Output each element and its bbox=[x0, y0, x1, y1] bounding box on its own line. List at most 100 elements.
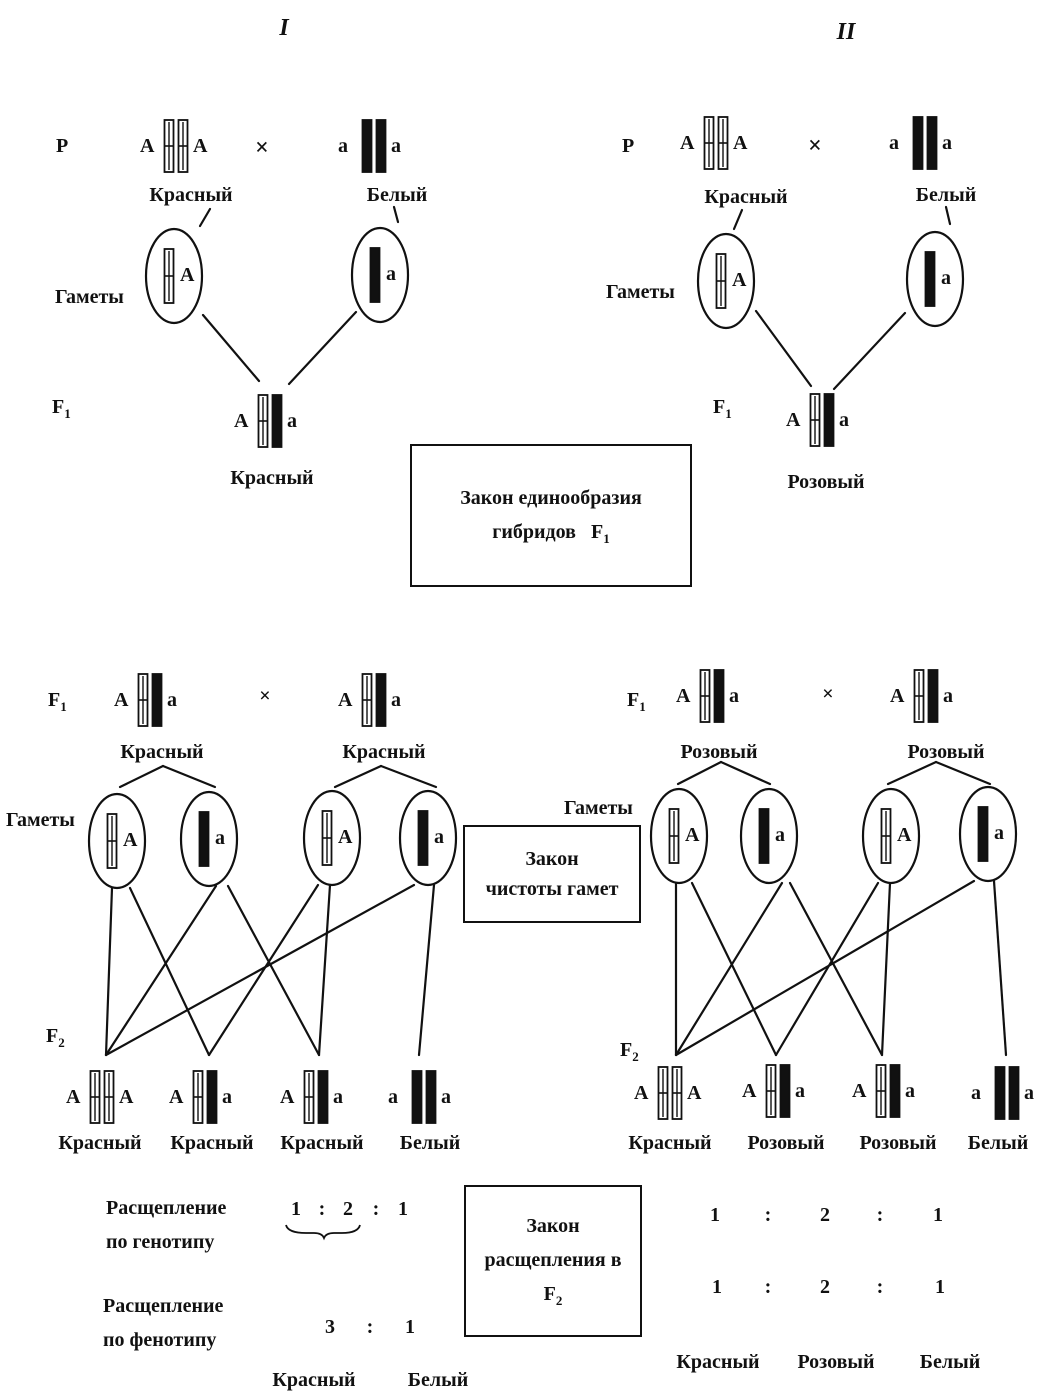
vee-left-1a bbox=[118, 764, 165, 789]
parent-red-left-allele-right: A bbox=[193, 135, 208, 157]
vee-right-2a bbox=[886, 760, 938, 786]
f2-right-1-allele-right: A bbox=[687, 1082, 702, 1104]
gamete-top-right-a-chrom-filled bbox=[924, 251, 936, 307]
parent-white-right-allele-right: a bbox=[942, 132, 952, 154]
cross-parent-1-right-allele-right: a bbox=[729, 685, 739, 707]
parent-white-left-chrom-left-filled bbox=[361, 119, 373, 173]
f2-right-3-chrom-right-filled bbox=[889, 1064, 901, 1118]
phenotype-parent-red-left: Красный bbox=[149, 184, 233, 206]
pointer-red-left bbox=[198, 207, 212, 228]
phenotype-f2-left-2: Красный bbox=[170, 1132, 254, 1154]
vee-right-1a bbox=[676, 760, 723, 786]
cross-parent-1-right-chrom-right-filled bbox=[713, 669, 725, 723]
vee-left-1b bbox=[161, 764, 217, 789]
f2-line-left-4 bbox=[226, 884, 321, 1057]
column-header-ii: II bbox=[836, 19, 856, 45]
phenotype-f2-left-3: Красный bbox=[280, 1132, 364, 1154]
f2-line-left-1 bbox=[104, 886, 114, 1057]
gamete-bottom-right-1-outline bbox=[649, 787, 709, 885]
phenotype-right-2: 2 bbox=[820, 1276, 830, 1298]
cross-parent-1-left-chrom-right-filled bbox=[151, 673, 163, 727]
law-segregation-line3: F2 bbox=[543, 1283, 563, 1309]
gamete-bottom-right-2-allele: a bbox=[775, 824, 785, 846]
genotype-left-1: 1 bbox=[291, 1198, 301, 1220]
phenotype-class-red-left: Красный bbox=[272, 1369, 356, 1391]
phenotype-right-1: 1 bbox=[712, 1276, 722, 1298]
phenotype-right-colon-2: : bbox=[876, 1276, 884, 1298]
gamete-top-right-A-outline bbox=[696, 232, 756, 330]
gamete-bottom-left-2-outline bbox=[179, 790, 239, 888]
phenotype-f2-right-1: Красный bbox=[628, 1132, 712, 1154]
generation-p-right: P bbox=[622, 135, 635, 157]
hybrid-f1-right-chrom-right-filled bbox=[823, 393, 835, 447]
f2-left-4-chrom-right-filled bbox=[425, 1070, 437, 1124]
generation-f1-cross-left: F1 bbox=[48, 689, 67, 714]
parent-white-right-allele-left: a bbox=[889, 132, 899, 154]
f2-line-left-6 bbox=[317, 883, 332, 1057]
parent-white-left-allele-left: a bbox=[338, 135, 348, 157]
law-segregation-line1: Закон bbox=[526, 1215, 580, 1238]
f2-left-4-allele-right: a bbox=[441, 1086, 451, 1108]
f2-line-left-2 bbox=[128, 886, 211, 1057]
law-uniformity-line1: Закон единообразия bbox=[460, 486, 642, 509]
gamete-bottom-left-1-allele: A bbox=[123, 829, 138, 851]
genotype-right-3: 1 bbox=[933, 1204, 943, 1226]
genotype-brace bbox=[285, 1224, 361, 1241]
f2-right-2-allele-right: a bbox=[795, 1080, 805, 1102]
f2-line-right-3 bbox=[674, 881, 784, 1057]
hybrid-f1-right-allele-left: A bbox=[786, 409, 801, 431]
cross-parent-2-left-allele-right: a bbox=[391, 689, 401, 711]
f2-right-2-chrom-right-filled bbox=[779, 1064, 791, 1118]
vee-left-2b bbox=[379, 764, 438, 789]
f2-line-right-8 bbox=[992, 879, 1008, 1057]
gamete-bottom-right-4-allele: a bbox=[994, 822, 1004, 844]
phenotype-ratio-label-1: Расщепление bbox=[103, 1295, 224, 1317]
genotype-left-3: 1 bbox=[398, 1198, 408, 1220]
phenotype-f1-pink: Розовый bbox=[787, 471, 865, 493]
gamete-bottom-left-4-chrom-filled bbox=[417, 810, 429, 866]
cross-parent-1-left-allele-left: A bbox=[114, 689, 129, 711]
f2-right-4-chrom-left-filled bbox=[994, 1066, 1006, 1120]
f2-line-left-7 bbox=[104, 883, 416, 1057]
parent-red-left-allele-left: A bbox=[140, 135, 155, 157]
f2-right-3-allele-right: a bbox=[905, 1080, 915, 1102]
phenotype-f2-left-4: Белый bbox=[399, 1132, 461, 1154]
phenotype-ratio-label-2: по фенотипу bbox=[103, 1329, 217, 1351]
cross-sign-top-right: × bbox=[808, 133, 822, 159]
gametes-label-top-left: Гаметы bbox=[55, 286, 124, 308]
f1-line-right-b bbox=[832, 311, 907, 391]
genotype-left-colon-1: : bbox=[318, 1198, 326, 1220]
gamete-top-left-a-outline bbox=[350, 226, 410, 324]
cross-parent-2-right-chrom-right-filled bbox=[927, 669, 939, 723]
parent-white-left-allele-right: a bbox=[391, 135, 401, 157]
parent-red-right-allele-left: A bbox=[680, 132, 695, 154]
phenotype-right-3: 1 bbox=[935, 1276, 945, 1298]
gamete-bottom-left-2-chrom-filled bbox=[198, 811, 210, 867]
phenotype-left-2: 1 bbox=[405, 1316, 415, 1338]
column-header-i: I bbox=[279, 15, 289, 41]
gamete-top-right-a-allele: a bbox=[941, 267, 951, 289]
f2-left-2-allele-left: A bbox=[169, 1086, 184, 1108]
f2-line-right-4 bbox=[788, 881, 884, 1057]
hybrid-f1-right-allele-right: a bbox=[839, 409, 849, 431]
hybrid-f1-left-allele-right: a bbox=[287, 410, 297, 432]
parent-white-left-chrom-right-filled bbox=[375, 119, 387, 173]
vee-left-2a bbox=[333, 764, 383, 789]
phenotype-f2-right-2: Розовый bbox=[747, 1132, 825, 1154]
law-purity-line1: Закон bbox=[525, 848, 579, 870]
gametes-label-top-right: Гаметы bbox=[606, 281, 675, 303]
f2-line-right-6 bbox=[880, 881, 892, 1057]
f2-left-3-allele-left: A bbox=[280, 1086, 295, 1108]
genotype-left-2: 2 bbox=[343, 1198, 353, 1220]
f2-left-2-allele-right: a bbox=[222, 1086, 232, 1108]
genotype-right-1: 1 bbox=[710, 1204, 720, 1226]
f2-left-4-allele-left: a bbox=[388, 1086, 398, 1108]
phenotype-f1-red: Красный bbox=[230, 467, 314, 489]
cross-parent-1-right-allele-left: A bbox=[676, 685, 691, 707]
gamete-bottom-left-4-allele: a bbox=[434, 826, 444, 848]
gamete-bottom-left-3-allele: A bbox=[338, 826, 353, 848]
phenotype-parent-white-left: Белый bbox=[366, 184, 428, 206]
f2-line-left-3 bbox=[104, 884, 218, 1057]
